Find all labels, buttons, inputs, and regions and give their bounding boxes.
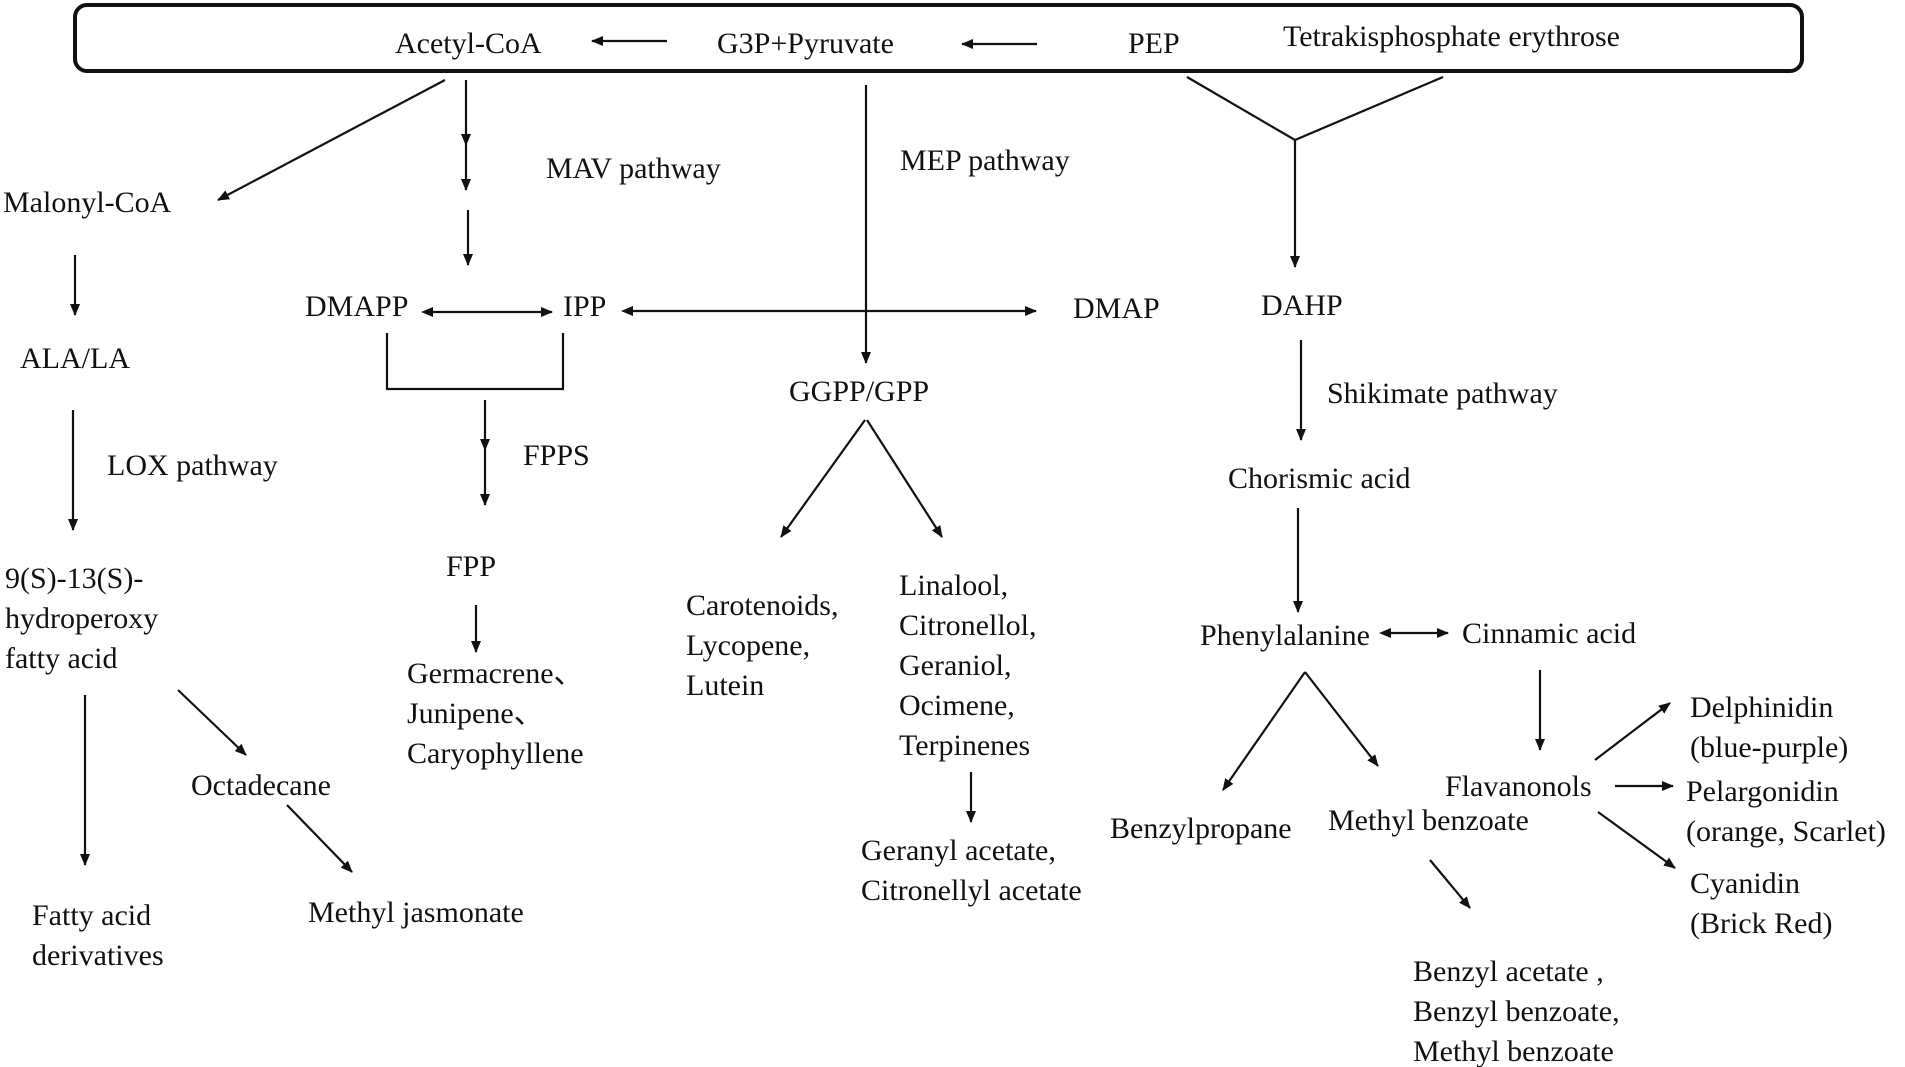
benzylpropane-label: Benzylpropane xyxy=(1110,812,1292,845)
citronellol-label: Citronellol, xyxy=(899,609,1037,642)
arrow-flavanonols-to-cyanidin xyxy=(1597,811,1676,869)
fpps-label: FPPS xyxy=(523,439,590,472)
geraniol-label: Geraniol, xyxy=(899,649,1011,682)
cyanidin-label: Cyanidin xyxy=(1690,867,1800,900)
arrow-acetylcoa-to-malonylcoa xyxy=(217,79,446,201)
ala-la-label: ALA/LA xyxy=(20,342,130,375)
geranyl-acetate-label: Geranyl acetate, xyxy=(861,834,1056,867)
ipp-label: IPP xyxy=(563,290,606,323)
citronellyl-acetate-label: Citronellyl acetate xyxy=(861,874,1082,907)
carotenoids-label: Carotenoids, xyxy=(686,589,838,622)
mep-pathway-label: MEP pathway xyxy=(900,144,1070,177)
benzenoid-methyl-benzoate-label: Methyl benzoate xyxy=(1413,1035,1614,1067)
arrow-methylbenzoate-to-benzenoids xyxy=(1429,859,1471,909)
hydroperoxy-line-1: 9(S)-13(S)- xyxy=(5,562,143,595)
flavanonols-label: Flavanonols xyxy=(1445,770,1592,803)
octadecane-label: Octadecane xyxy=(191,769,331,802)
shikimate-pathway-label: Shikimate pathway xyxy=(1327,377,1558,410)
chorismic-acid-label: Chorismic acid xyxy=(1228,462,1410,495)
arrow-phenylalanine-to-benzylpropane xyxy=(1222,671,1306,791)
cyanidin-color-label: (Brick Red) xyxy=(1690,907,1832,940)
cinnamic-acid-label: Cinnamic acid xyxy=(1462,617,1636,650)
linalool-label: Linalool, xyxy=(899,569,1008,602)
lutein-label: Lutein xyxy=(686,669,764,702)
dahp-label: DAHP xyxy=(1261,289,1343,322)
pep-erythrose-merge xyxy=(1186,75,1444,142)
g3p-pyruvate-label: G3P+Pyruvate xyxy=(717,27,894,60)
fpp-label: FPP xyxy=(446,550,496,583)
delphinidin-color-label: (blue-purple) xyxy=(1690,731,1848,764)
methyl-jasmonate-label: Methyl jasmonate xyxy=(308,896,524,929)
junipene-label: Junipene、 xyxy=(407,697,544,730)
pelargonidin-label: Pelargonidin xyxy=(1686,775,1839,808)
benzyl-benzoate-label: Benzyl benzoate, xyxy=(1413,995,1620,1028)
malonyl-coa-label: Malonyl-CoA xyxy=(3,186,172,219)
germacrene-label: Germacrene、 xyxy=(407,657,584,690)
arrow-ggpp-to-monoterpenes xyxy=(866,419,943,538)
fatty-acid-derivatives-line-1: Fatty acid xyxy=(32,899,151,932)
phenylalanine-label: Phenylalanine xyxy=(1200,619,1370,652)
arrow-flavanonols-to-delphinidin xyxy=(1594,702,1671,761)
acetyl-coa-label: Acetyl-CoA xyxy=(395,27,542,60)
benzyl-acetate-label: Benzyl acetate , xyxy=(1413,955,1604,988)
fatty-acid-derivatives-line-2: derivatives xyxy=(32,939,164,972)
ggpp-gpp-label: GGPP/GPP xyxy=(789,375,929,408)
methyl-benzoate-label: Methyl benzoate xyxy=(1328,804,1529,837)
dmapp-label: DMAPP xyxy=(305,290,408,323)
precursor-box xyxy=(73,3,1804,73)
dmap-label: DMAP xyxy=(1073,292,1160,325)
arrow-ggpp-to-carotenoids xyxy=(780,419,866,538)
lycopene-label: Lycopene, xyxy=(686,629,810,662)
hydroperoxy-line-3: fatty acid xyxy=(5,642,117,675)
arrow-octadecane-to-jasmonate xyxy=(286,804,353,873)
arrow-hydroperoxy-to-octadecane xyxy=(177,689,247,756)
terpinenes-label: Terpinenes xyxy=(899,729,1030,762)
hydroperoxy-line-2: hydroperoxy xyxy=(5,602,158,635)
lox-pathway-label: LOX pathway xyxy=(107,449,278,482)
dmapp-ipp-join-bracket xyxy=(385,333,565,391)
pelargonidin-color-label: (orange, Scarlet) xyxy=(1686,815,1886,848)
mav-pathway-label: MAV pathway xyxy=(546,152,721,185)
delphinidin-label: Delphinidin xyxy=(1690,691,1833,724)
arrow-phenylalanine-to-methylbenzoate xyxy=(1304,671,1379,767)
ocimene-label: Ocimene, xyxy=(899,689,1015,722)
pep-label: PEP xyxy=(1128,27,1180,60)
caryophyllene-label: Caryophyllene xyxy=(407,737,584,770)
erythrose-label: Tetrakisphosphate erythrose xyxy=(1283,20,1620,53)
